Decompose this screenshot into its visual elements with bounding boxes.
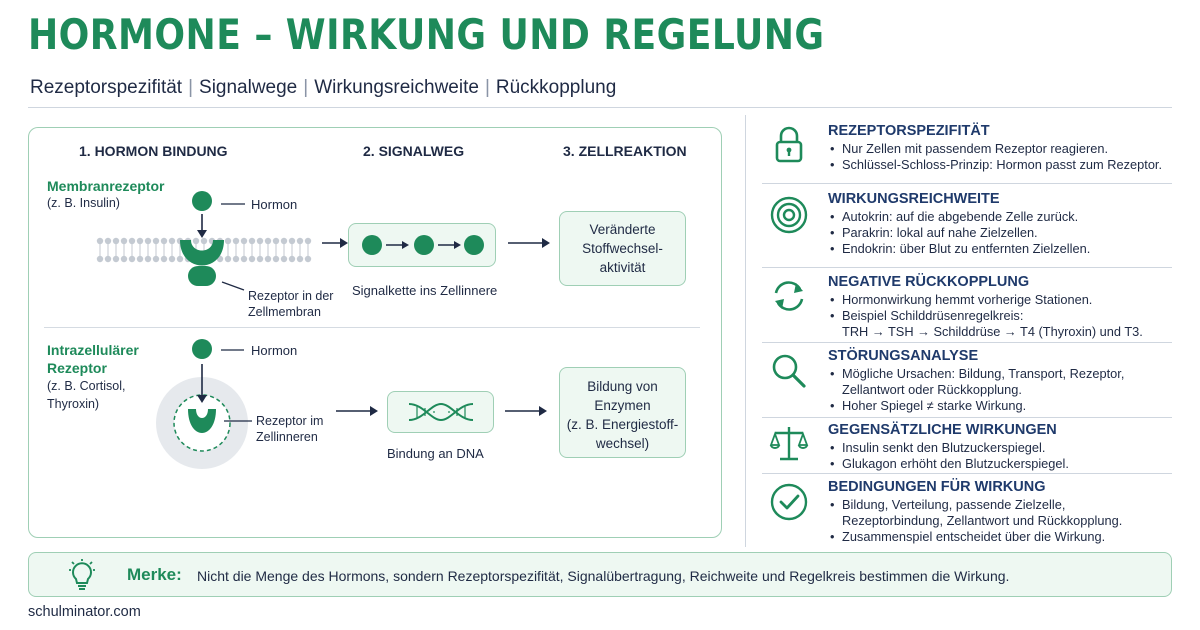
ref-list: Nur Zellen mit passendem Rezeptor reagie… [828,141,1162,173]
note-box: Merke: Nicht die Menge des Hormons, sond… [28,552,1172,597]
receptor-label: Zellinneren [256,430,318,444]
ref-section-range: WIRKUNGSREICHWEITE Autokrin: auf die abg… [762,183,1172,267]
list-item-continuation: TRH → TSH → Schilddrüse → T4 (Thyroxin) … [842,324,1143,339]
receptor-label: Rezeptor in der [248,289,334,303]
check-circle-icon [770,483,808,521]
list-item: Autokrin: auf die abgebende Zelle zurück… [828,209,1090,225]
ref-list: Hormonwirkung hemmt vorherige Stationen.… [828,292,1143,340]
list-item: Beispiel Schilddrüsenregelkreis: [828,308,1143,324]
ref-title: NEGATIVE RÜCKKOPPLUNG [828,274,1030,290]
ref-list: Mögliche Ursachen: Bildung, Transport, R… [828,366,1124,414]
ref-title: GEGENSÄTZLICHE WIRKUNGEN [828,422,1057,438]
ref-section-feedback: NEGATIVE RÜCKKOPPLUNG Hormonwirkung hemm… [762,267,1172,342]
step-heading-reaction: 3. ZELLREAKTION [563,143,687,159]
list-item: Nur Zellen mit passendem Rezeptor reagie… [828,141,1162,157]
arrow-icon [336,406,378,416]
result-enzymes-box [559,367,686,458]
list-item: Endokrin: über Blut zu entfernten Zielze… [828,241,1090,257]
ref-title: STÖRUNGSANALYSE [828,348,979,364]
receptor-icon [180,240,224,266]
ref-divider [762,342,1172,343]
footer-site: schulminator.com [28,604,141,620]
step-heading-signal: 2. SIGNALWEG [363,143,465,159]
ref-list: Bildung, Verteilung, passende Zielzelle,… [828,497,1122,545]
result-metabolism-box [559,211,686,286]
note-text: Nicht die Menge des Hormons, sondern Rez… [197,568,1010,584]
row-divider [44,327,700,328]
hormone-icon [192,191,212,211]
arrow-icon [505,406,547,416]
list-item: Parakrin: lokal auf nahe Zielzellen. [828,225,1090,241]
ref-title: WIRKUNGSREICHWEITE [828,191,1000,207]
subtitle-separator: | [188,77,194,98]
list-item: Zusammenspiel entscheidet über die Wirku… [828,529,1122,545]
lock-icon [775,126,803,163]
intracellular-receptor-example: (z. B. Cortisol, Thyroxin) [47,379,126,411]
subtitle-item: Wirkungsreichweite [314,77,479,98]
ref-section-conditions: BEDINGUNGEN FÜR WIRKUNG Bildung, Verteil… [762,473,1172,547]
balance-scale-icon [769,427,809,461]
list-item-continuation: Rezeptorbindung, Zellantwort und Rückkop… [842,513,1123,528]
process-panel [28,127,722,538]
ref-section-disorder-analysis: STÖRUNGSANALYSE Mögliche Ursachen: Bildu… [762,342,1172,417]
ref-divider [762,417,1172,418]
subtitle-separator: | [484,77,490,98]
list-item-continuation: Zellantwort oder Rückkopplung. [842,382,1022,397]
page-title: HORMONE – WIRKUNG UND REGELUNG [28,10,825,59]
list-item: Insulin senkt den Blutzuckerspiegel. [828,440,1069,456]
ref-title: BEDINGUNGEN FÜR WIRKUNG [828,479,1046,495]
ref-divider [762,267,1172,268]
receptor-label: Rezeptor im [256,414,324,428]
magnifier-icon [772,354,806,388]
list-item: Schlüssel-Schloss-Prinzip: Hormon passt … [828,157,1162,173]
intracellular-receptor-illustration [156,339,252,469]
hormone-label: Hormon [251,343,298,358]
cycle-arrows-icon [774,281,804,311]
column-divider [745,115,746,547]
subtitle-item: Rezeptorspezifität [30,77,183,98]
membrane-receptor-title: Membranrezeptor [47,178,165,194]
lightbulb-icon [69,559,95,590]
result-text: Veränderte Stoffwechsel- aktivität [582,222,663,275]
ref-list: Insulin senkt den Blutzuckerspiegel. Glu… [828,440,1069,472]
ref-section-opposing-effects: GEGENSÄTZLICHE WIRKUNGEN Insulin senkt d… [762,417,1172,473]
subtitle-separator: | [303,77,309,98]
signal-chain-icon [362,235,484,255]
dna-caption: Bindung an DNA [387,446,484,461]
membrane-receptor-example: (z. B. Insulin) [47,196,120,210]
result-text: Bildung von Enzymen (z. B. Energiestoff-… [566,379,679,451]
list-item: Bildung, Verteilung, passende Zielzelle, [828,497,1122,513]
membrane-receptor-illustration: (function(){ var g = document.currentScr… [96,191,312,291]
receptor-icon [188,409,216,433]
subtitle: Rezeptorspezifität|Signalwege|Wirkungsre… [30,77,616,99]
hormone-label: Hormon [251,197,298,212]
subtitle-item: Signalwege [199,77,298,98]
note-label: Merke: [127,565,182,584]
arrow-icon [508,238,550,248]
ref-divider [762,183,1172,184]
list-item: Hormonwirkung hemmt vorherige Stationen. [828,292,1143,308]
dna-box [387,391,494,433]
ref-divider [762,473,1172,474]
list-item: Mögliche Ursachen: Bildung, Transport, R… [828,366,1124,382]
arrow-icon [322,238,348,248]
receptor-label: Zellmembran [248,305,321,319]
step-heading-binding: 1. HORMON BINDUNG [79,143,228,159]
ref-list: Autokrin: auf die abgebende Zelle zurück… [828,209,1090,257]
ref-section-receptor-specificity: REZEPTORSPEZIFITÄT Nur Zellen mit passen… [762,113,1172,183]
cell-membrane: (function(){ var g = document.currentScr… [96,237,312,263]
target-icon [770,196,808,234]
subtitle-item: Rückkopplung [495,77,617,98]
signal-chain-caption: Signalkette ins Zellinnere [352,283,498,298]
list-item: Glukagon erhöht den Blutzuckerspiegel. [828,456,1069,472]
header-divider [28,107,1172,108]
hormone-icon [192,339,212,359]
list-item: Hoher Spiegel ≠ starke Wirkung. [828,398,1124,414]
ref-title: REZEPTORSPEZIFITÄT [828,123,990,139]
intracellular-receptor-title: Intrazellulärer Rezeptor [47,342,139,376]
dna-icon [408,402,474,422]
